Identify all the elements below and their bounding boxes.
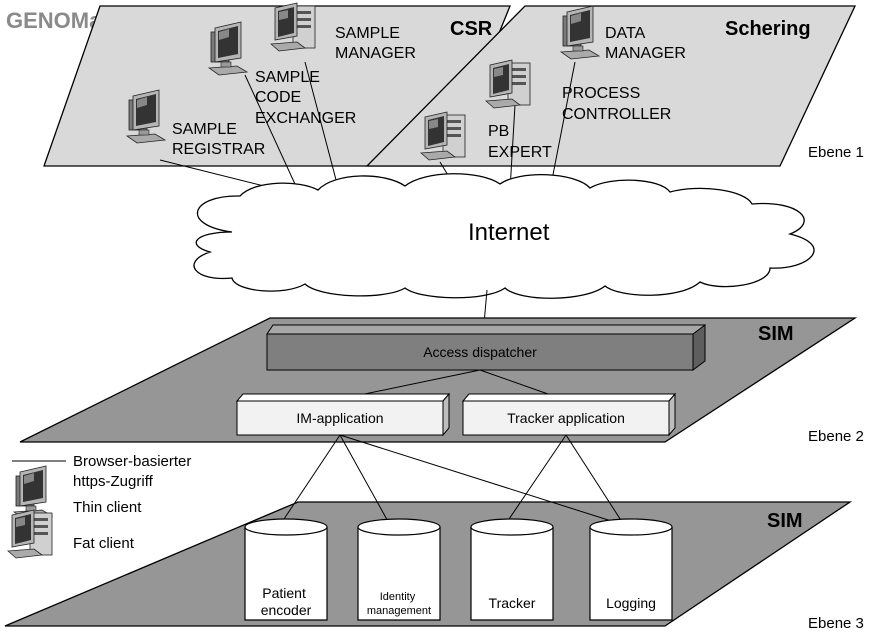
sample-manager-label: SAMPLE MANAGER <box>335 25 416 62</box>
app-database-connections <box>279 434 625 526</box>
pb-expert: PB EXPERT <box>420 111 552 161</box>
database-logging: Logging <box>589 518 673 621</box>
sample-code-exchanger-label: SAMPLE CODE EXCHANGER <box>255 69 356 127</box>
fat-client-icon <box>420 111 466 161</box>
sim-title-layer-3: SIM <box>767 510 803 532</box>
tracker-application-label: Tracker application <box>507 410 625 426</box>
identity-management-label: Identity management <box>367 591 431 617</box>
sample-registrar-label: SAMPLE REGISTRAR <box>172 121 265 158</box>
sample-registrar: SAMPLE REGISTRAR <box>126 89 265 158</box>
csr-title: CSR <box>450 18 493 40</box>
database-patient-encoder: Patient encoder <box>244 518 328 621</box>
ebene-2-label: Ebene 2 <box>808 428 864 445</box>
logging-db-label: Logging <box>606 595 656 611</box>
access-dispatcher-label: Access dispatcher <box>423 344 537 360</box>
legend-browser-access-label: Browser-basierter https-Zugriff <box>73 453 196 490</box>
legend: Browser-basierter https-Zugriff Thin cli… <box>7 453 196 559</box>
data-manager-label: DATA MANAGER <box>605 25 686 62</box>
schering-title: Schering <box>725 18 811 40</box>
database-tracker: Tracker <box>470 518 554 621</box>
internet-cloud <box>193 173 815 299</box>
legend-fat-client-icon <box>7 509 53 559</box>
fat-client-icon <box>270 2 316 52</box>
patient-encoder-label: Patient encoder <box>261 585 312 618</box>
schering-plane <box>365 5 857 167</box>
ebene-1-label: Ebene 1 <box>808 144 864 161</box>
fat-client-icon <box>485 59 531 109</box>
pb-expert-label: PB EXPERT <box>488 123 552 161</box>
legend-fat-client-label: Fat client <box>73 535 135 552</box>
tracker-db-label: Tracker <box>489 595 536 611</box>
process-controller-label: PROCESS CONTROLLER <box>562 85 671 123</box>
tracker-application-box: Tracker application <box>461 392 677 437</box>
internet-connections <box>159 61 576 196</box>
legend-thin-client-label: Thin client <box>73 499 142 516</box>
ebene-3-label: Ebene 3 <box>808 615 864 632</box>
access-dispatcher-box: Access dispatcher <box>266 324 706 371</box>
internet-label: Internet <box>468 219 550 246</box>
process-controller: PROCESS CONTROLLER <box>485 59 671 123</box>
database-identity-management: Identity management <box>357 518 441 621</box>
data-manager: DATA MANAGER <box>560 5 686 62</box>
sample-code-exchanger: SAMPLE CODE EXCHANGER <box>208 21 356 127</box>
sim-title-layer-2: SIM <box>758 323 794 345</box>
sample-manager: SAMPLE MANAGER <box>270 2 416 62</box>
im-application-label: IM-application <box>296 410 383 426</box>
im-application-box: IM-application <box>235 392 451 437</box>
